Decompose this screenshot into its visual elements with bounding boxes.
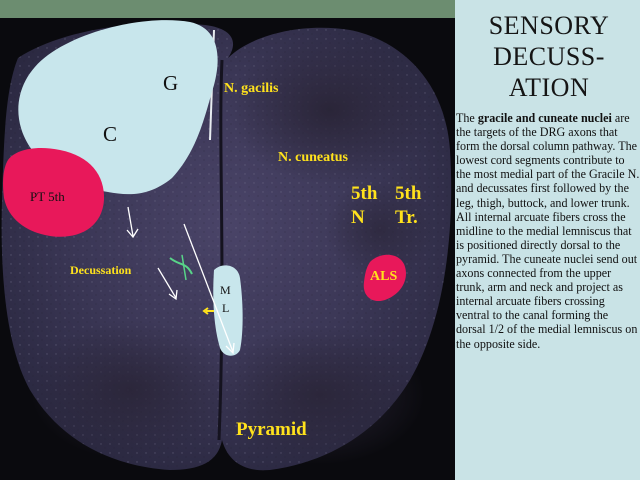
label-cuneatus-c: C [103, 122, 118, 146]
slide-body-text: The gracile and cuneate nuclei are the t… [456, 111, 640, 351]
title-line-3: ATION [508, 73, 590, 102]
body-lead: The [456, 111, 478, 125]
body-bold-term: gracile and cuneate nuclei [477, 111, 612, 125]
label-gracilis-g: G [163, 71, 179, 95]
label-5th-tr-top: 5th [395, 183, 422, 204]
label-decussation: Decussation [70, 263, 132, 277]
label-n-gracilis: N. gacilis [224, 81, 279, 96]
gracile-cuneate-overlay [18, 20, 218, 195]
decussation-arrows [126, 206, 235, 355]
histology-photo: G C N. gacilis N. cuneatus PT 5th 5th N … [0, 0, 455, 480]
title-line-2: DECUSS- [493, 42, 605, 71]
label-5th-tr-bottom: Tr. [395, 207, 418, 228]
label-n-cuneatus: N. cuneatus [278, 150, 349, 165]
medial-lemniscus-overlay [213, 265, 243, 356]
medulla-section-image [0, 0, 455, 471]
label-pt5: PT 5th [30, 189, 65, 204]
body-rest: are the targets of the DRG axons that fo… [456, 111, 640, 351]
label-5th-n-top: 5th [351, 183, 378, 204]
pt5-overlay [3, 148, 105, 237]
label-5th-n-bottom: N [351, 207, 365, 228]
top-background-strip [0, 0, 455, 18]
label-pyramid: Pyramid [236, 419, 307, 440]
slide-title: SENSORY DECUSS- ATION [458, 10, 640, 103]
title-line-1: SENSORY [488, 11, 610, 40]
label-als: ALS [370, 269, 398, 284]
label-ml-l: L [222, 301, 230, 315]
label-ml-m: M [220, 283, 231, 297]
als-overlay [363, 254, 406, 302]
